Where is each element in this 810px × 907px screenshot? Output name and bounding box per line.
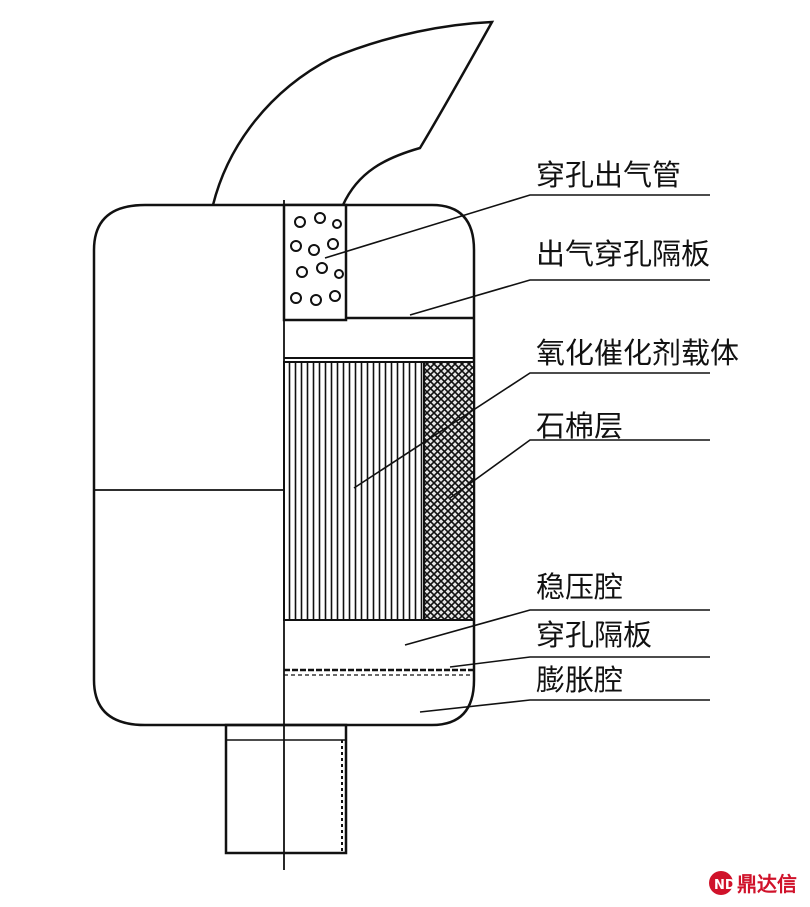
label-stabilizing-chamber: 稳压腔 [536,570,623,604]
leader-expansion-chamber [419,699,710,713]
leader-catalyst-carrier [353,372,710,489]
muffler-body [92,203,476,727]
leader-stabilizing-chamber [404,609,710,646]
label-outlet-pipe: 穿孔出气管 [536,158,681,192]
label-asbestos-layer: 石棉层 [536,409,623,443]
inlet-pipe [224,723,348,855]
label-outlet-baffle: 出气穿孔隔板 [536,237,710,271]
leader-asbestos-layer [449,439,710,499]
watermark-text: 鼎达信 [737,872,797,896]
label-catalyst-carrier: 氧化催化剂载体 [536,336,739,370]
label-expansion-chamber: 膨胀腔 [536,663,623,697]
catalyst-carrier-block [283,361,425,621]
outlet-elbow [211,20,495,206]
leader-outlet-baffle [409,279,710,316]
asbestos-layer-block [423,361,475,621]
perforated-outlet-pipe [282,203,348,322]
leader-outlet-pipe [324,194,710,259]
svg-text:ND: ND [714,878,736,893]
watermark-logo: ND 鼎达信 [709,871,797,896]
leader-perforated-baffle [449,656,710,668]
label-perforated-baffle: 穿孔隔板 [536,618,652,652]
